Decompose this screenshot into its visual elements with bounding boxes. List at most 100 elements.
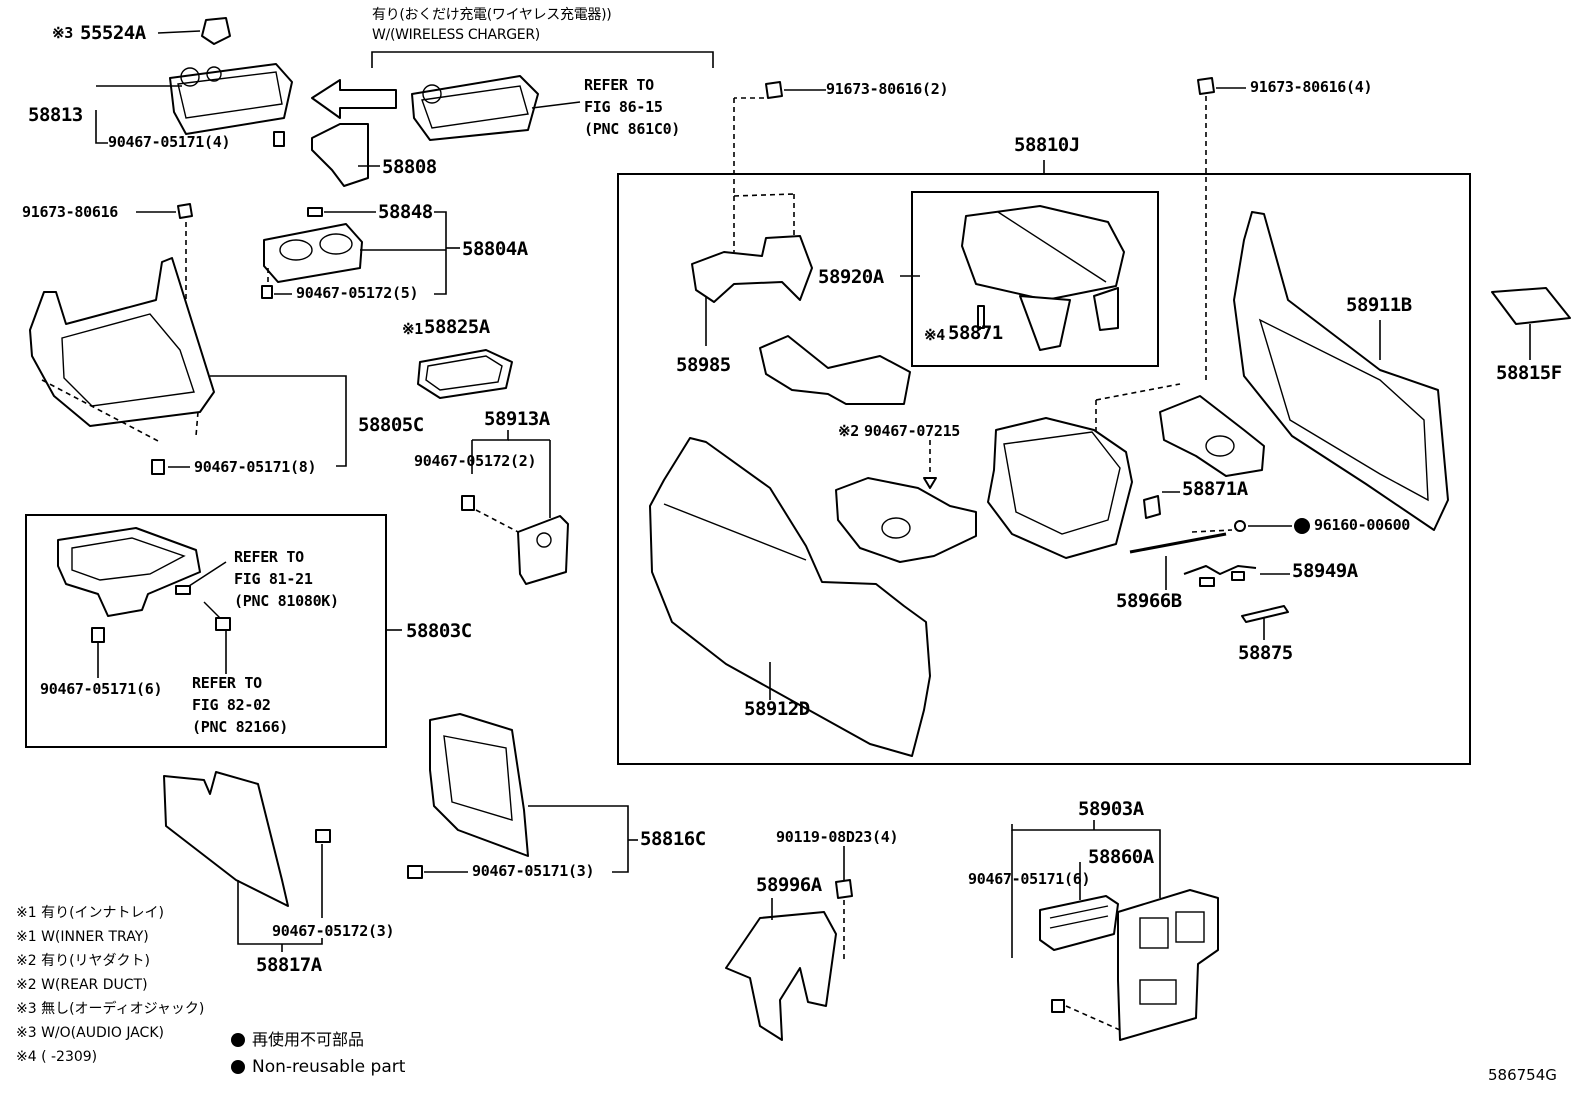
clip-small — [273, 131, 285, 147]
reference-line: REFER TO — [234, 548, 304, 566]
clip-small — [1051, 999, 1065, 1013]
part-number: 58813 — [28, 104, 83, 126]
clip-small — [315, 829, 331, 843]
strip-58875 — [1241, 605, 1289, 623]
console-box — [987, 417, 1133, 559]
bolt-icon — [835, 879, 853, 899]
part-number: 58815F — [1496, 362, 1562, 384]
reference-line: (PNC 861C0) — [584, 120, 681, 138]
part-number: 58810J — [1014, 134, 1080, 156]
bolt-icon — [177, 203, 193, 219]
part-number: 91673-80616(4) — [1250, 78, 1373, 96]
part-number: 58860A — [1088, 846, 1154, 868]
part-number: 58817A — [256, 954, 322, 976]
wireless-charger-note-jp: 有り(おくだけ充電(ワイヤレス充電器)) — [372, 7, 612, 23]
rear-duct-right — [1159, 395, 1265, 477]
legend-line: ※1 有り(インナトレイ) — [16, 905, 165, 921]
clip-58949A — [1183, 565, 1257, 587]
front-panel-58912D — [649, 437, 931, 757]
part-number: 90467-05171(6) — [40, 680, 163, 698]
clip-small — [91, 627, 105, 643]
part-number: 58912D — [744, 698, 810, 720]
console-panel-58805C — [29, 257, 215, 427]
pad-58871A — [1143, 495, 1161, 519]
part-number: 96160-00600 — [1314, 516, 1411, 534]
side-panel-58817A — [163, 771, 289, 907]
part-number: 58913A — [484, 408, 550, 430]
part-number: 55524A — [80, 22, 146, 44]
audio-jack-panel-58913A — [517, 515, 569, 585]
part-number: 90467-05171(8) — [194, 458, 317, 476]
charger-bracket-58808 — [311, 123, 369, 187]
bolt-icon — [1197, 77, 1215, 95]
legend-line: ※3 無し(オーディオジャック) — [16, 1001, 205, 1017]
clip-small — [307, 207, 323, 217]
rear-panel-58903A — [1117, 889, 1219, 1041]
part-number: 58871A — [1182, 478, 1248, 500]
reference-line: FIG 82-02 — [192, 696, 271, 714]
part-number: 58966B — [1116, 590, 1182, 612]
legend-line: ※2 有り(リヤダクト) — [16, 953, 151, 969]
legend-mark-label: Non-reusable part — [252, 1057, 406, 1077]
part-number: 58996A — [756, 874, 822, 896]
legend-line: ※1 W(INNER TRAY) — [16, 929, 149, 945]
reference-line: (PNC 81080K) — [234, 592, 339, 610]
clip-small — [407, 865, 423, 879]
hinge-bracket-58985 — [691, 235, 813, 303]
reference-line: (PNC 82166) — [192, 718, 289, 736]
bracket-58996A — [725, 911, 837, 1041]
part-number: 58871 — [948, 322, 1003, 344]
part-number: 58803C — [406, 620, 472, 642]
note-mark: ※2 — [838, 422, 859, 440]
direction-arrow — [311, 79, 397, 119]
reference-line: REFER TO — [192, 674, 262, 692]
part-number: 58848 — [378, 201, 433, 223]
wireless-charger-tray — [411, 75, 539, 141]
part-number: 90467-05171(4) — [108, 133, 231, 151]
clip-small — [461, 495, 475, 511]
connector-icon — [175, 585, 191, 595]
part-number: 58825A — [424, 316, 490, 338]
note-mark: ※1 — [402, 320, 423, 338]
clip-small — [261, 285, 273, 299]
part-number: 58985 — [676, 354, 731, 376]
part-number: 58903A — [1078, 798, 1144, 820]
part-number: 90467-05171(3) — [472, 862, 595, 880]
part-number: 58911B — [1346, 294, 1412, 316]
part-number: 58875 — [1238, 642, 1293, 664]
part-number: 90467-05172(2) — [414, 452, 537, 470]
inner-tray-58825A — [417, 349, 513, 399]
legend-line: ※2 W(REAR DUCT) — [16, 977, 148, 993]
side-panel-58816C — [429, 713, 529, 857]
part-number: 58816C — [640, 828, 706, 850]
console-upper-tray — [169, 63, 293, 135]
note-mark: ※4 — [924, 326, 945, 344]
pad-58815F — [1491, 287, 1571, 325]
legend-line: ※4 ( -2309) — [16, 1049, 98, 1065]
part-number: 58920A — [818, 266, 884, 288]
wireless-charger-note-en: W/(WIRELESS CHARGER) — [372, 27, 540, 43]
clip-small — [923, 477, 937, 489]
part-number: 90467-05172(5) — [296, 284, 419, 302]
legend-mark-label: 再使用不可部品 — [252, 1030, 365, 1049]
switch-icon — [215, 617, 231, 631]
part-number: 90119-08D23(4) — [776, 828, 899, 846]
front-duct — [759, 335, 911, 405]
armrest-58920A — [961, 205, 1125, 351]
part-number: 58949A — [1292, 560, 1358, 582]
legend-line: ※3 W/O(AUDIO JACK) — [16, 1025, 164, 1041]
part-number: 58805C — [358, 414, 424, 436]
part-number: 58808 — [382, 156, 437, 178]
side-panel-58911B — [1233, 211, 1449, 531]
screw-icon — [1234, 520, 1246, 532]
part-number: 91673-80616(2) — [826, 80, 949, 98]
bolt-icon — [765, 81, 783, 99]
reference-line: FIG 86-15 — [584, 98, 663, 116]
rear-vent-58860A — [1039, 895, 1119, 951]
cup-holder-58804A — [263, 223, 363, 283]
pin-icon — [977, 305, 985, 329]
part-number: 90467-05172(3) — [272, 922, 395, 940]
part-number: 91673-80616 — [22, 203, 119, 221]
